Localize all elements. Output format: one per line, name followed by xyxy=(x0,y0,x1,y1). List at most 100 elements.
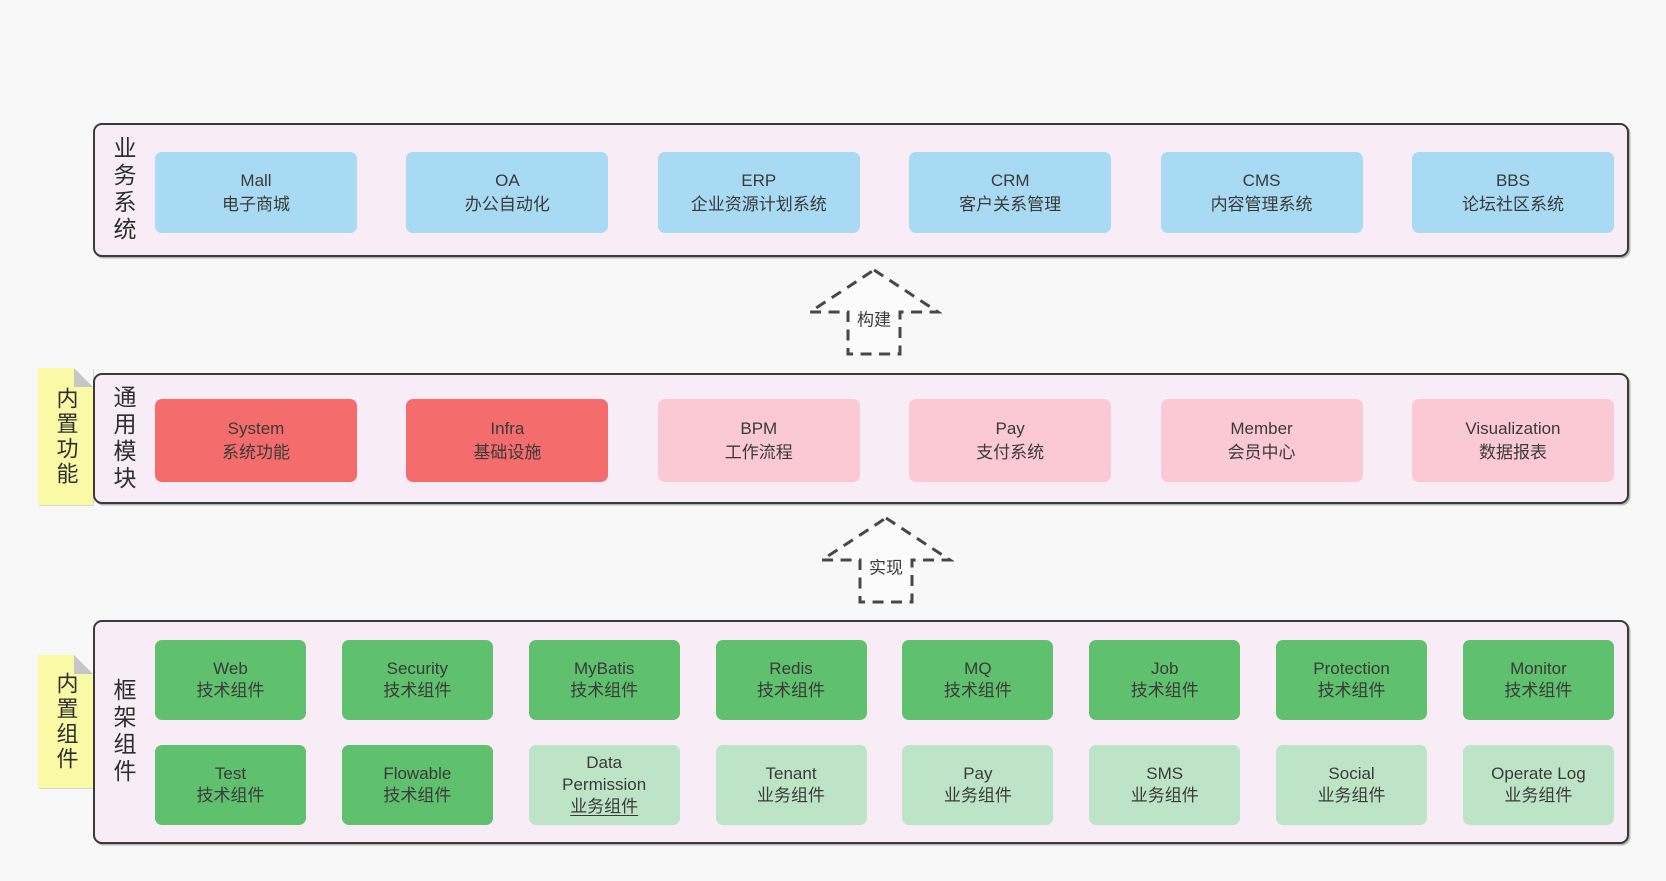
common-modules-row: System 系统功能 Infra 基础设施 BPM 工作流程 Pay 支付系统 Member 会… xyxy=(155,399,1614,482)
module-box-infra: Infra 基础设施 xyxy=(406,399,609,482)
module-subtitle: 基础设施 xyxy=(473,442,542,462)
module-name: ERP xyxy=(741,170,777,190)
module-subtitle: 业务组件 xyxy=(1130,786,1199,805)
module-name: Data Permission xyxy=(562,753,647,794)
module-subtitle: 业务组件 xyxy=(943,786,1012,805)
module-subtitle: 业务组件 xyxy=(757,786,826,805)
module-name: OA xyxy=(495,170,520,190)
module-box-social: Social 业务组件 xyxy=(1276,745,1428,825)
module-name: SMS xyxy=(1146,764,1184,783)
module-name: Protection xyxy=(1313,659,1390,678)
module-subtitle: 技术组件 xyxy=(570,681,639,700)
module-subtitle: 内容管理系统 xyxy=(1210,194,1313,214)
module-name: Member xyxy=(1230,418,1293,438)
builtin-components-sticky-label: 内置组件 xyxy=(53,671,79,772)
module-subtitle: 技术组件 xyxy=(1504,681,1573,700)
module-subtitle: 工作流程 xyxy=(724,442,793,462)
implement-arrow: 实现 xyxy=(818,514,954,606)
module-box-mq: MQ 技术组件 xyxy=(902,640,1054,720)
module-box-bbs: BBS 论坛社区系统 xyxy=(1411,152,1614,233)
module-box-system: System 系统功能 xyxy=(155,399,357,482)
module-box-monitor: Monitor 技术组件 xyxy=(1462,640,1614,720)
module-box-cms: CMS 内容管理系统 xyxy=(1160,152,1363,233)
module-box-bpm: BPM 工作流程 xyxy=(657,399,860,482)
module-name: Job xyxy=(1151,659,1179,678)
module-box-data-permission: Data Permission 业务组件 xyxy=(528,745,680,825)
module-name: System xyxy=(227,418,285,438)
module-name: BBS xyxy=(1495,170,1530,190)
build-arrow-label: 构建 xyxy=(852,304,896,332)
builtin-functions-sticky: 内置功能 xyxy=(38,368,93,505)
module-box-member: Member 会员中心 xyxy=(1160,399,1363,482)
module-subtitle: 客户关系管理 xyxy=(959,194,1062,214)
module-box-crm: CRM 客户关系管理 xyxy=(909,152,1112,233)
module-box-test: Test 技术组件 xyxy=(155,745,306,825)
framework-components-label: 框架组件 xyxy=(110,678,136,786)
module-name: Pay xyxy=(963,764,993,783)
module-box-sms: SMS 业务组件 xyxy=(1089,745,1241,825)
module-box-redis: Redis 技术组件 xyxy=(715,640,867,720)
module-box-pay: Pay 支付系统 xyxy=(909,399,1112,482)
module-name: Pay xyxy=(995,418,1025,438)
module-subtitle: 技术组件 xyxy=(383,786,452,805)
module-box-web: Web 技术组件 xyxy=(155,640,306,720)
module-subtitle: 办公自动化 xyxy=(464,194,550,214)
module-box-protection: Protection 技术组件 xyxy=(1276,640,1428,720)
module-subtitle: 技术组件 xyxy=(196,681,265,700)
business-systems-label: 业务系统 xyxy=(110,136,136,244)
module-box-mybatis: MyBatis 技术组件 xyxy=(528,640,680,720)
module-subtitle: 技术组件 xyxy=(943,681,1012,700)
module-box-job: Job 技术组件 xyxy=(1089,640,1241,720)
module-name: Test xyxy=(214,764,247,783)
module-box-tenant: Tenant 业务组件 xyxy=(715,745,867,825)
module-subtitle: 技术组件 xyxy=(1317,681,1386,700)
business-systems-panel: 业务系统 Mall 电子商城 OA 办公自动化 ERP 企业资源计划系统 CRM 客户关系管理… xyxy=(93,123,1629,257)
module-subtitle: 数据报表 xyxy=(1478,442,1547,462)
module-name: Flowable xyxy=(383,764,452,783)
module-name: Tenant xyxy=(765,764,817,783)
module-subtitle: 业务组件 xyxy=(1317,786,1386,805)
module-subtitle: 会员中心 xyxy=(1227,442,1296,462)
module-box-security: Security 技术组件 xyxy=(341,640,493,720)
module-name: Web xyxy=(213,659,248,678)
module-name: Social xyxy=(1328,764,1375,783)
module-name: Monitor xyxy=(1510,659,1567,678)
module-name: Operate Log xyxy=(1491,764,1586,783)
module-name: CMS xyxy=(1242,170,1281,190)
module-box-erp: ERP 企业资源计划系统 xyxy=(657,152,860,233)
module-name: Security xyxy=(386,659,449,678)
module-box-operate-log: Operate Log 业务组件 xyxy=(1462,745,1614,825)
module-box-visualization: Visualization 数据报表 xyxy=(1411,399,1614,482)
builtin-functions-sticky-label: 内置功能 xyxy=(53,386,79,487)
module-name: MQ xyxy=(964,659,992,678)
module-subtitle: 技术组件 xyxy=(196,786,265,805)
module-box-pay: Pay 业务组件 xyxy=(902,745,1054,825)
module-box-oa: OA 办公自动化 xyxy=(406,152,609,233)
implement-arrow-label: 实现 xyxy=(864,552,908,580)
module-name: CRM xyxy=(990,170,1030,190)
module-subtitle: 论坛社区系统 xyxy=(1461,194,1564,214)
module-subtitle: 技术组件 xyxy=(1130,681,1199,700)
module-name: Visualization xyxy=(1465,418,1561,438)
module-subtitle: 电子商城 xyxy=(222,194,290,214)
module-subtitle: 系统功能 xyxy=(222,442,290,462)
module-box-mall: Mall 电子商城 xyxy=(155,152,357,233)
business-systems-row: Mall 电子商城 OA 办公自动化 ERP 企业资源计划系统 CRM 客户关系管理 CMS 内容… xyxy=(155,152,1614,233)
module-subtitle: 业务组件 xyxy=(1504,786,1573,805)
module-subtitle: 业务组件 xyxy=(570,797,639,816)
module-subtitle: 支付系统 xyxy=(976,442,1045,462)
module-subtitle: 企业资源计划系统 xyxy=(690,194,827,214)
module-name: MyBatis xyxy=(573,659,635,678)
module-box-flowable: Flowable 技术组件 xyxy=(341,745,493,825)
module-name: Redis xyxy=(769,659,813,678)
module-name: BPM xyxy=(740,418,778,438)
module-subtitle: 技术组件 xyxy=(383,681,452,700)
module-subtitle: 技术组件 xyxy=(757,681,826,700)
module-name: Infra xyxy=(490,418,525,438)
module-name: Mall xyxy=(240,170,272,190)
